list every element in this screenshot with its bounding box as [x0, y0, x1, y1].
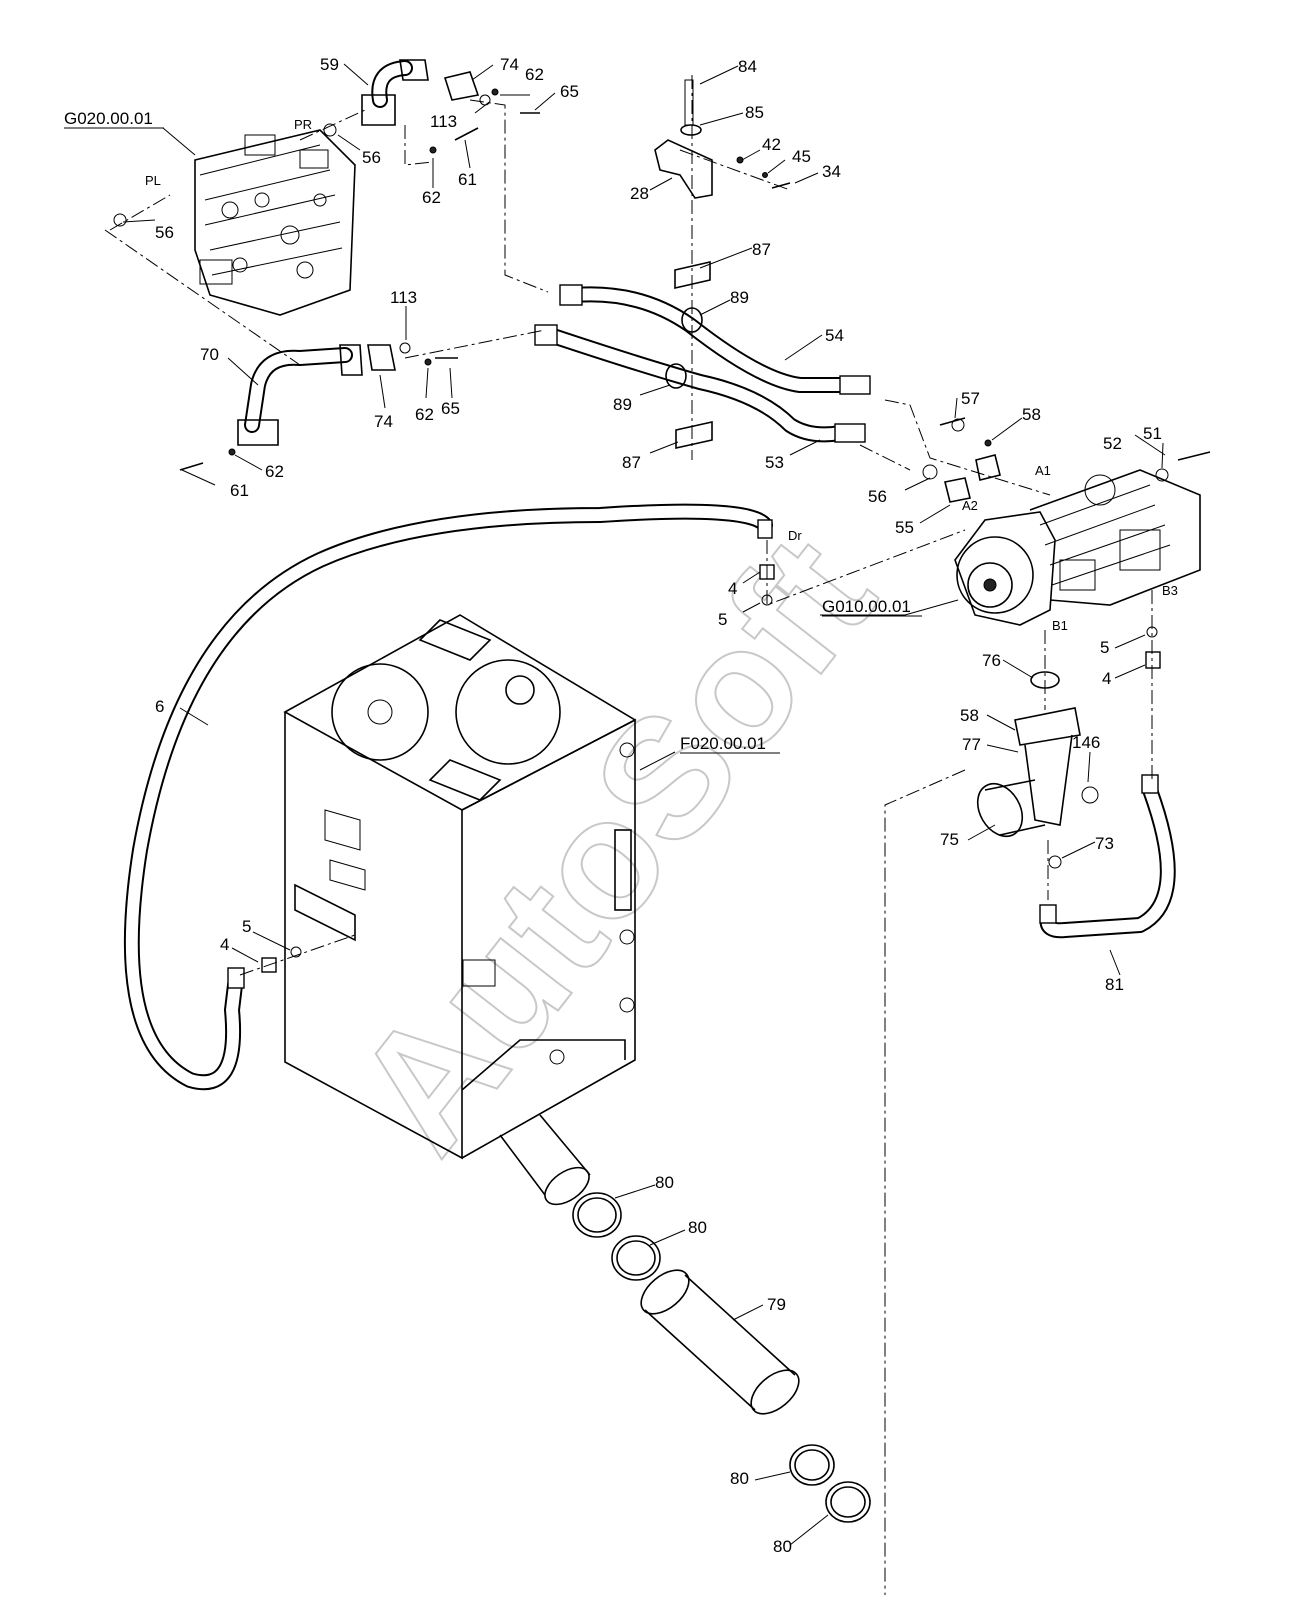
callout: 51 [1143, 424, 1162, 443]
callout: 34 [822, 162, 841, 181]
callout: 73 [1095, 834, 1114, 853]
callout: 84 [738, 57, 757, 76]
port-label-a1: A1 [1035, 463, 1051, 478]
port-label-b1: B1 [1052, 618, 1068, 633]
case-drain-hose-81 [1039, 774, 1176, 939]
callout: 5 [242, 917, 251, 936]
seals-and-fittings [113, 88, 1169, 973]
suction-elbow-75 [976, 707, 1081, 838]
port-label-dr: Dr [788, 528, 802, 543]
suction-outlet-pipe [499, 1114, 591, 1206]
callout: 146 [1072, 733, 1100, 752]
port-label-a2: A2 [962, 498, 978, 513]
hydraulic-tank [283, 614, 637, 1160]
connection-lines [104, 75, 1153, 1595]
bracket-28 [654, 79, 713, 199]
control-valve-ref: G020.00.01 [64, 109, 153, 128]
callout: 75 [940, 830, 959, 849]
suction-hose [640, 1269, 800, 1415]
callout: 89 [613, 395, 632, 414]
callout: 80 [773, 1537, 792, 1556]
callout: 80 [730, 1469, 749, 1488]
callout: 52 [1103, 434, 1122, 453]
callout: 54 [825, 326, 844, 345]
hose-clamps-87-89 [665, 260, 713, 449]
callout: 28 [630, 184, 649, 203]
callout: 62 [525, 65, 544, 84]
callout: 6 [155, 697, 164, 716]
callout: 81 [1105, 975, 1124, 994]
bolts [179, 112, 1211, 471]
callout: 53 [765, 453, 784, 472]
callout: 56 [155, 223, 174, 242]
port-label-pl: PL [145, 173, 161, 188]
control-valve-block [194, 129, 356, 316]
callout: 4 [220, 935, 229, 954]
callout: 58 [960, 706, 979, 725]
callout: 113 [430, 112, 457, 131]
callout: 70 [200, 345, 219, 364]
callout: 89 [730, 288, 749, 307]
callout: 77 [962, 735, 981, 754]
tank-ref: F020.00.01 [680, 734, 766, 753]
callout: 61 [458, 170, 477, 189]
callout: 85 [745, 103, 764, 122]
callout: 56 [868, 487, 887, 506]
callout: 74 [374, 412, 393, 431]
callout: 80 [655, 1173, 674, 1192]
elbow-fitting-70 [237, 344, 363, 446]
port-label-b3: B3 [1162, 583, 1178, 598]
callout: 62 [422, 188, 441, 207]
callout: 56 [362, 148, 381, 167]
callout: 5 [1100, 638, 1109, 657]
callout: 65 [560, 82, 579, 101]
leader-lines [122, 63, 1166, 1546]
hydraulic-pump [954, 469, 1201, 626]
callout: 80 [688, 1218, 707, 1237]
callout: 62 [265, 462, 284, 481]
callout: 74 [500, 55, 519, 74]
pressure-hose-54 [559, 284, 871, 395]
callout: 58 [1022, 405, 1041, 424]
return-hose-6 [123, 503, 773, 1091]
hose-clamps [572, 1192, 871, 1523]
callout-numbers: 59 74 62 65 113 56 62 61 84 85 42 45 34 … [155, 55, 1162, 1556]
callout: 59 [320, 55, 339, 74]
callout: 87 [622, 453, 641, 472]
callout: 45 [792, 147, 811, 166]
elbow-fitting-59 [361, 59, 429, 126]
pump-ref: G010.00.01 [822, 597, 911, 616]
callout: 87 [752, 240, 771, 259]
callout: 5 [718, 610, 727, 629]
callout: 4 [728, 579, 737, 598]
callout: 57 [961, 389, 980, 408]
callout: 42 [762, 135, 781, 154]
callout: 55 [895, 518, 914, 537]
callout: 65 [441, 399, 460, 418]
callout: 113 [390, 288, 417, 307]
callout: 79 [767, 1295, 786, 1314]
callout: 76 [982, 651, 1001, 670]
callout: 4 [1102, 669, 1111, 688]
port-label-pr: PR [294, 117, 312, 132]
pressure-hose-53 [534, 324, 866, 443]
callout: 62 [415, 405, 434, 424]
callout: 61 [230, 481, 249, 500]
